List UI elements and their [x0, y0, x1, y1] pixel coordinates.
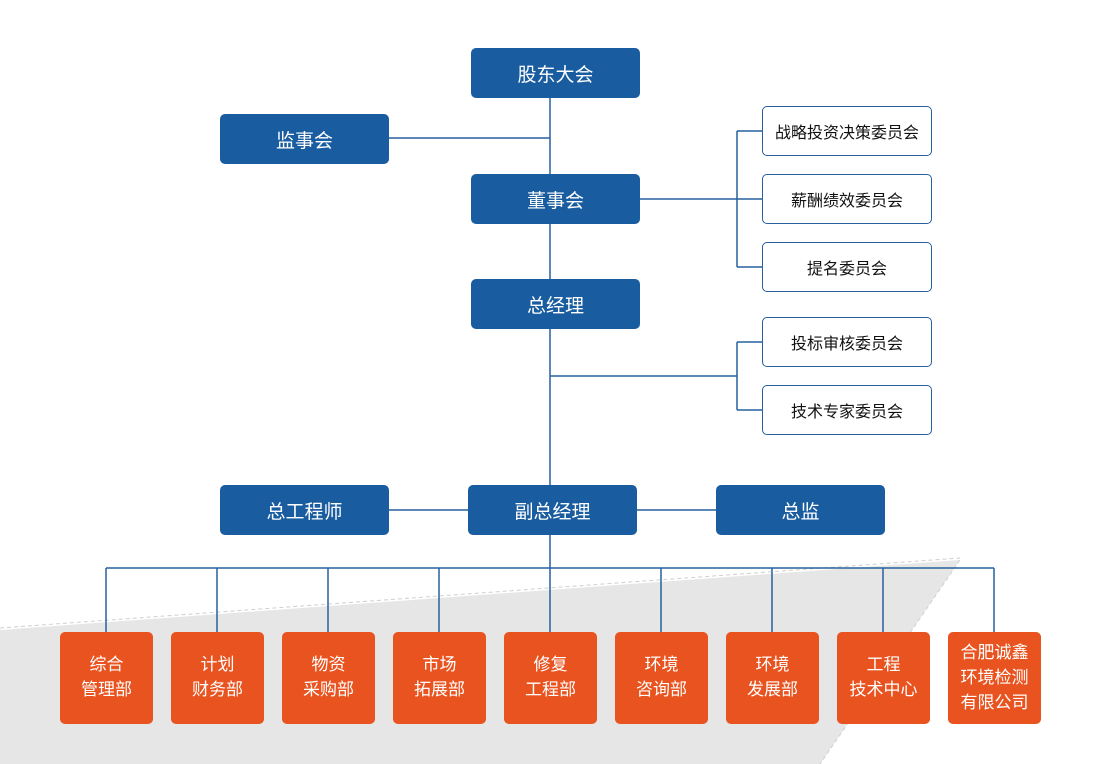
- dept-label-line: 工程部: [525, 680, 576, 700]
- dept-label-line: 环境检测: [960, 667, 1029, 688]
- dept-label-line: 计划: [200, 655, 235, 675]
- dept-label-line: 合肥诚鑫: [960, 642, 1029, 663]
- dept-label-line: 采购部: [303, 680, 354, 700]
- dept-procurement: 物资 采购部: [282, 632, 375, 724]
- node-board-of-directors: 董事会: [471, 174, 640, 224]
- node-director: 总监: [716, 485, 885, 535]
- dept-label-line: 物资: [311, 655, 346, 675]
- node-strategy-committee: 战略投资决策委员会: [762, 106, 932, 156]
- node-chief-engineer: 总工程师: [220, 485, 389, 535]
- dept-label-line: 技术中心: [849, 680, 918, 700]
- dept-planning-finance: 计划 财务部: [171, 632, 264, 724]
- dept-label-line: 财务部: [192, 680, 243, 700]
- dept-label-line: 有限公司: [960, 692, 1029, 713]
- dept-market-expansion: 市场 拓展部: [393, 632, 486, 724]
- node-shareholders-meeting: 股东大会: [471, 48, 640, 98]
- dept-remediation-engineering: 修复 工程部: [504, 632, 597, 724]
- node-bid-review-committee: 投标审核委员会: [762, 317, 932, 367]
- dept-label-line: 综合: [89, 655, 124, 675]
- dept-label-line: 拓展部: [414, 680, 465, 700]
- node-technical-expert-committee: 技术专家委员会: [762, 385, 932, 435]
- node-deputy-general-manager: 副总经理: [468, 485, 637, 535]
- dept-environmental-development: 环境 发展部: [726, 632, 819, 724]
- dept-label-line: 发展部: [747, 680, 798, 700]
- node-compensation-committee: 薪酬绩效委员会: [762, 174, 932, 224]
- dept-testing-subsidiary: 合肥诚鑫 环境检测 有限公司: [948, 632, 1041, 724]
- dept-label-line: 修复: [533, 655, 568, 675]
- node-supervisory-board: 监事会: [220, 114, 389, 164]
- node-nomination-committee: 提名委员会: [762, 242, 932, 292]
- dept-general-management: 综合 管理部: [60, 632, 153, 724]
- dept-environmental-consulting: 环境 咨询部: [615, 632, 708, 724]
- dept-label-line: 咨询部: [636, 680, 687, 700]
- dept-label-line: 环境: [755, 655, 790, 675]
- dept-label-line: 市场: [422, 655, 457, 675]
- dept-label-line: 工程: [866, 655, 901, 675]
- dept-label-line: 管理部: [81, 680, 132, 700]
- dept-engineering-tech-center: 工程 技术中心: [837, 632, 930, 724]
- dept-label-line: 环境: [644, 655, 679, 675]
- node-general-manager: 总经理: [471, 279, 640, 329]
